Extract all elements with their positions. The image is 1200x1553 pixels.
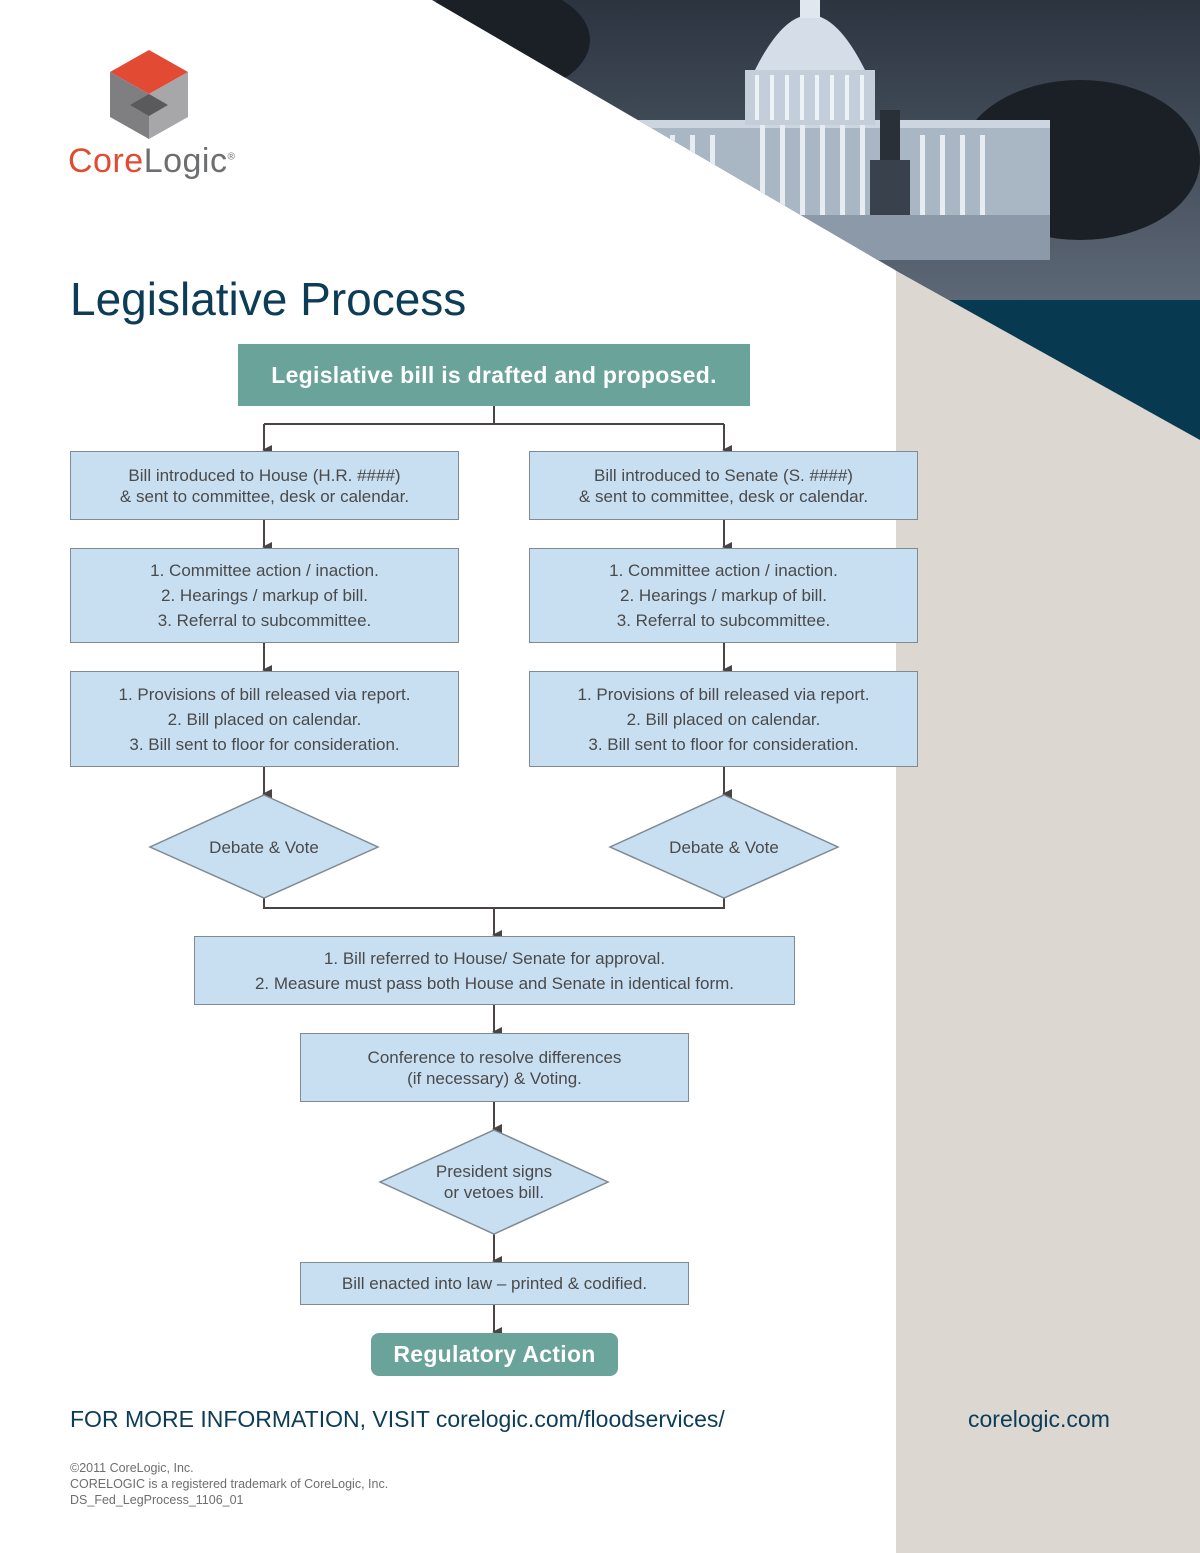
house-committee-line: 3. Referral to subcommittee. — [157, 611, 372, 630]
approval-line: 1. Bill referred to House/ Senate for ap… — [323, 948, 666, 968]
house-intro-box: Bill introduced to House (H.R. ####) & s… — [70, 451, 459, 520]
senate-intro-box: Bill introduced to Senate (S. ####) & se… — [529, 451, 918, 520]
legal-line: ©2011 CoreLogic, Inc. — [70, 1461, 194, 1475]
regulatory-action-box: Regulatory Action — [371, 1333, 618, 1376]
house-committee-line: 2. Hearings / markup of bill. — [161, 586, 368, 605]
senate-committee-line: 2. Hearings / markup of bill. — [620, 586, 827, 605]
senate-floor-line: 2. Bill placed on calendar. — [626, 709, 821, 729]
approval-box: 1. Bill referred to House/ Senate for ap… — [194, 936, 795, 1005]
house-floor-box: 1. Provisions of bill released via repor… — [70, 671, 459, 767]
conference-line: Conference to resolve differences — [367, 1047, 622, 1067]
legal-line: CORELOGIC is a registered trademark of C… — [70, 1477, 389, 1491]
house-vote-diamond — [148, 794, 380, 899]
president-line: President signs — [435, 1162, 553, 1181]
house-floor-line: 2. Bill placed on calendar. — [167, 709, 362, 729]
senate-intro-line: Bill introduced to Senate (S. ####) — [594, 465, 853, 485]
senate-floor-line: 3. Bill sent to floor for consideration. — [588, 734, 859, 754]
corelogic-logo-mark — [110, 50, 188, 139]
house-intro-line: Bill introduced to House (H.R. ####) — [128, 465, 401, 485]
senate-floor-line: 1. Provisions of bill released via repor… — [577, 684, 870, 704]
more-info-text: FOR MORE INFORMATION, VISIT corelogic.co… — [70, 1406, 725, 1432]
registered-mark: ® — [227, 151, 236, 163]
senate-committee-line: 1. Committee action / inaction. — [609, 561, 838, 580]
house-floor-line: 3. Bill sent to floor for consideration. — [129, 734, 400, 754]
vote-diamonds — [148, 794, 840, 1235]
conference-box: Conference to resolve differences (if ne… — [300, 1033, 689, 1102]
senate-vote-label: Debate & Vote — [669, 837, 779, 857]
conference-line: (if necessary) & Voting. — [407, 1068, 582, 1088]
senate-floor-box: 1. Provisions of bill released via repor… — [529, 671, 918, 767]
house-committee-line: 1. Committee action / inaction. — [150, 561, 379, 580]
president-line: or vetoes bill. — [443, 1183, 545, 1202]
house-intro-line: & sent to committee, desk or calendar. — [119, 486, 410, 506]
page-title: Legislative Process — [70, 273, 467, 325]
senate-committee-line: 3. Referral to subcommittee. — [616, 611, 831, 630]
site-link[interactable]: corelogic.com — [968, 1406, 1110, 1432]
house-vote-label: Debate & Vote — [209, 837, 319, 857]
senate-vote-diamond — [608, 794, 840, 899]
house-floor-line: 1. Provisions of bill released via repor… — [118, 684, 411, 704]
president-diamond — [378, 1129, 610, 1235]
enacted-box: Bill enacted into law – printed & codifi… — [300, 1262, 689, 1305]
corelogic-logo-text: CoreLogic® — [68, 142, 235, 181]
logo-core-text: Core — [68, 142, 144, 180]
president-label: President signs or vetoes bill. — [394, 1160, 594, 1204]
house-committee-box: 1. Committee action / inaction. 2. Heari… — [70, 548, 459, 643]
senate-committee-box: 1. Committee action / inaction. 2. Heari… — [529, 548, 918, 643]
logo-logic-text: Logic — [143, 142, 228, 180]
start-box: Legislative bill is drafted and proposed… — [238, 344, 750, 406]
legal-notice: ©2011 CoreLogic, Inc. CORELOGIC is a reg… — [70, 1460, 388, 1508]
legal-line: DS_Fed_LegProcess_1106_01 — [70, 1493, 244, 1507]
approval-line: 2. Measure must pass both House and Sena… — [254, 973, 735, 993]
senate-intro-line: & sent to committee, desk or calendar. — [578, 486, 869, 506]
